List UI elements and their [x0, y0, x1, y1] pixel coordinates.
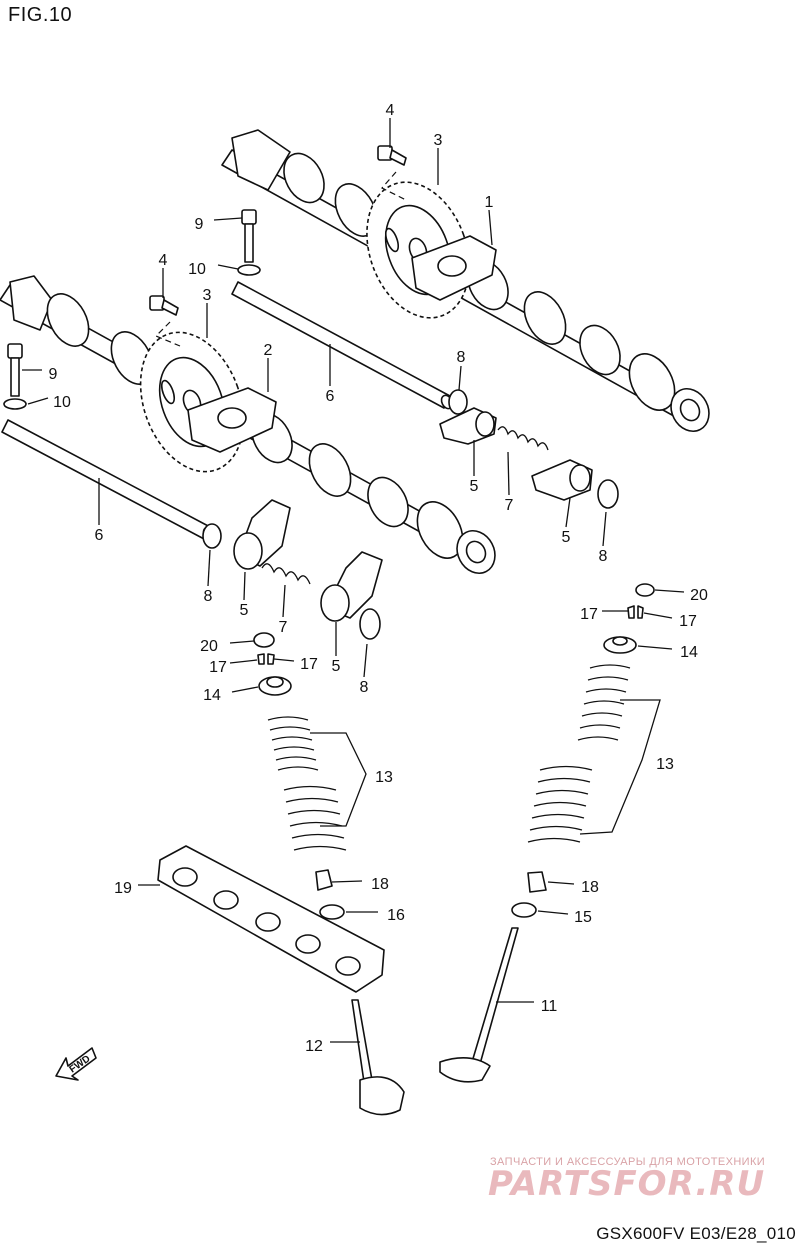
- callout-c20a: 20: [690, 587, 708, 604]
- watermark-brand: PARTSFOR.RU: [488, 1164, 766, 1204]
- callout-c1: 1: [485, 194, 494, 211]
- upper-rocker-arm-a: [439, 407, 497, 445]
- upper-sprocket-bolt: [377, 145, 407, 201]
- callout-c5a: 5: [470, 478, 479, 495]
- callout-c8d: 8: [360, 679, 369, 696]
- lower-sprocket-bolt: [149, 295, 181, 347]
- callout-c17b: 17: [679, 613, 697, 630]
- callout-c13a: 13: [375, 769, 393, 786]
- figure-code: GSX600FV E03/E28_010: [596, 1224, 796, 1243]
- left-valve-train: [253, 632, 405, 1116]
- callout-c3a: 3: [434, 132, 443, 149]
- callout-c4a: 4: [386, 102, 395, 119]
- callout-numbers: 1233445555667788889910101112131314141516…: [49, 102, 708, 1055]
- callout-c17d: 17: [300, 656, 318, 673]
- callout-c17a: 17: [580, 606, 598, 623]
- lower-rocker-arm-b: [320, 551, 383, 622]
- upper-washers: [448, 389, 619, 509]
- callout-c18a: 18: [371, 876, 389, 893]
- watermark-tagline: ЗАПЧАСТИ И АКСЕССУАРЫ ДЛЯ МОТОТЕХНИКИ: [490, 1156, 766, 1168]
- callout-c2: 2: [264, 342, 273, 359]
- lower-rocker-arm-a: [233, 499, 291, 570]
- callout-c19: 19: [114, 880, 132, 897]
- lower-washers: [202, 523, 381, 640]
- callout-c6a: 6: [326, 388, 335, 405]
- callout-c3b: 3: [203, 287, 212, 304]
- callout-c8a: 8: [457, 349, 466, 366]
- callout-c13b: 13: [656, 756, 674, 773]
- leader-lines: [22, 118, 685, 1043]
- callout-c5c: 5: [240, 602, 249, 619]
- upper-holder-bolt: [237, 209, 261, 276]
- callout-c16: 16: [387, 907, 405, 924]
- callout-c20b: 20: [200, 638, 218, 655]
- callout-c10b: 10: [53, 394, 71, 411]
- lower-cam-holder: [187, 387, 277, 453]
- callout-c4b: 4: [159, 252, 168, 269]
- fwd-arrow-icon: FWD: [55, 1047, 97, 1081]
- callout-c7a: 7: [505, 497, 514, 514]
- callout-c8c: 8: [204, 588, 213, 605]
- callout-c9a: 9: [195, 216, 204, 233]
- callout-c8b: 8: [599, 548, 608, 565]
- callout-c15: 15: [574, 909, 592, 926]
- callout-c7b: 7: [279, 619, 288, 636]
- upper-rocker-arm-b: [531, 459, 593, 501]
- callout-c10a: 10: [188, 261, 206, 278]
- upper-cam-holder: [411, 235, 497, 301]
- callout-c18b: 18: [581, 879, 599, 896]
- lower-rocker-spring: [261, 563, 311, 585]
- cylinder-head-gasket: [157, 845, 385, 993]
- right-valve-train: [439, 583, 655, 1083]
- lower-holder-bolt: [3, 343, 27, 410]
- callout-c11: 11: [541, 998, 558, 1015]
- callout-c17c: 17: [209, 659, 227, 676]
- callout-c6b: 6: [95, 527, 104, 544]
- callout-c14b: 14: [680, 644, 698, 661]
- callout-c9b: 9: [49, 366, 58, 383]
- callout-c5b: 5: [562, 529, 571, 546]
- upper-rocker-spring: [497, 426, 549, 451]
- callout-c14a: 14: [203, 687, 221, 704]
- callout-c12: 12: [305, 1038, 323, 1055]
- figure-title: FIG.10: [8, 4, 73, 26]
- callout-c5d: 5: [332, 658, 341, 675]
